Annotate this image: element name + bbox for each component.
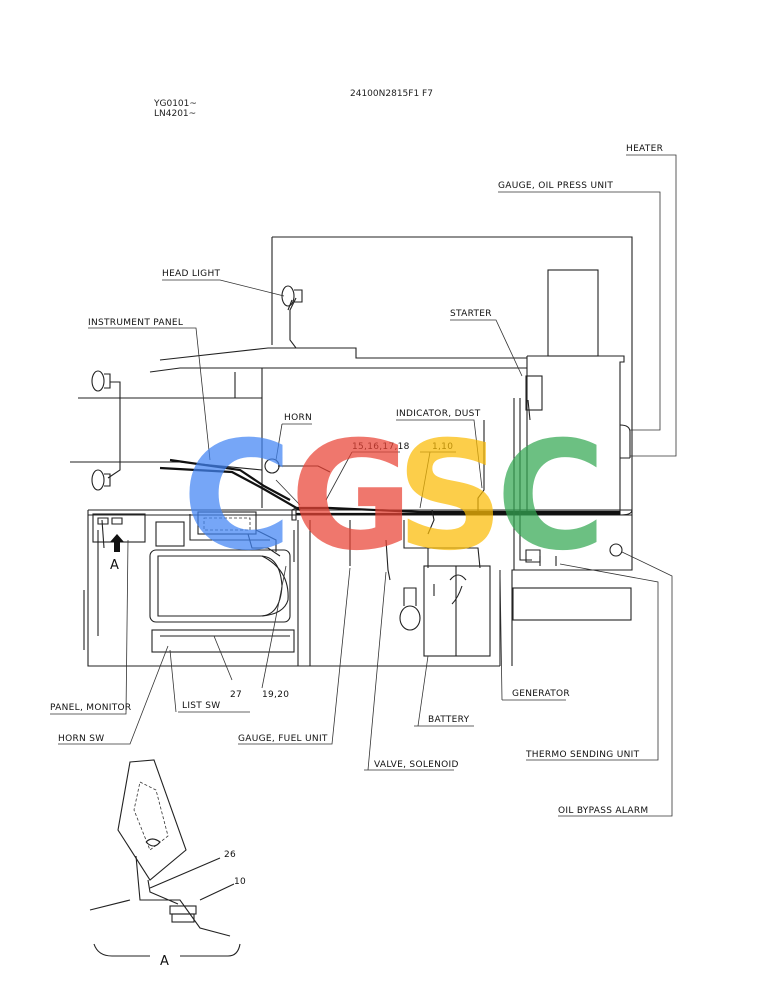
callout-19-20: 19,20	[262, 690, 289, 700]
components	[91, 285, 623, 557]
label-oil-bypass-alarm: OIL BYPASS ALARM	[558, 806, 648, 816]
watermark-letter-4: C	[496, 410, 606, 584]
callout-15-18: 15,16,17,18	[352, 442, 410, 452]
connector-block	[97, 517, 123, 525]
label-indicator-dust: INDICATOR, DUST	[396, 409, 481, 419]
callout-27: 27	[230, 690, 242, 700]
label-gauge-fuel-unit: GAUGE, FUEL UNIT	[238, 734, 328, 744]
label-instrument-panel: INSTRUMENT PANEL	[88, 318, 183, 328]
label-detail-a: A	[160, 954, 169, 969]
starter-component	[525, 375, 543, 411]
thin-wiring	[97, 297, 557, 636]
label-head-light: HEAD LIGHT	[162, 269, 221, 279]
horn-component	[264, 458, 280, 474]
leader-lines	[50, 154, 677, 817]
callout-1-10: 1,10	[432, 442, 453, 452]
label-thermo-sending-unit: THERMO SENDING UNIT	[525, 750, 640, 760]
label-battery: BATTERY	[428, 715, 470, 725]
label-starter: STARTER	[450, 309, 492, 319]
oil-bypass-alarm-component	[609, 543, 623, 557]
boom-light-upper	[91, 370, 111, 392]
label-generator: GENERATOR	[512, 689, 570, 699]
callout-26: 26	[224, 850, 236, 860]
watermark-letter-1: C	[182, 410, 292, 584]
label-panel-monitor: PANEL, MONITOR	[50, 703, 131, 713]
serial-range-1: YG0101~	[153, 99, 197, 109]
head-light-lamp	[281, 285, 303, 307]
label-valve-solenoid: VALVE, SOLENOID	[374, 760, 459, 770]
watermark: C G S C	[182, 410, 606, 584]
label-gauge-oil-press-unit: GAUGE, OIL PRESS UNIT	[498, 181, 613, 191]
label-horn-sw: HORN SW	[58, 734, 104, 744]
marker-a: A	[110, 558, 119, 573]
arrow-up-icon	[110, 534, 124, 552]
detail-a-inset	[89, 759, 241, 957]
callout-10: 10	[234, 877, 246, 887]
watermark-letter-2: G	[290, 410, 413, 584]
label-horn: HORN	[284, 413, 312, 423]
boom-light-lower	[91, 469, 111, 491]
serial-range-2: LN4201~	[154, 109, 196, 119]
label-heater: HEATER	[626, 144, 663, 154]
watermark-letter-3: S	[396, 410, 504, 584]
label-list-sw: LIST SW	[182, 701, 220, 711]
document-code: 24100N2815F1 F7	[350, 89, 433, 99]
